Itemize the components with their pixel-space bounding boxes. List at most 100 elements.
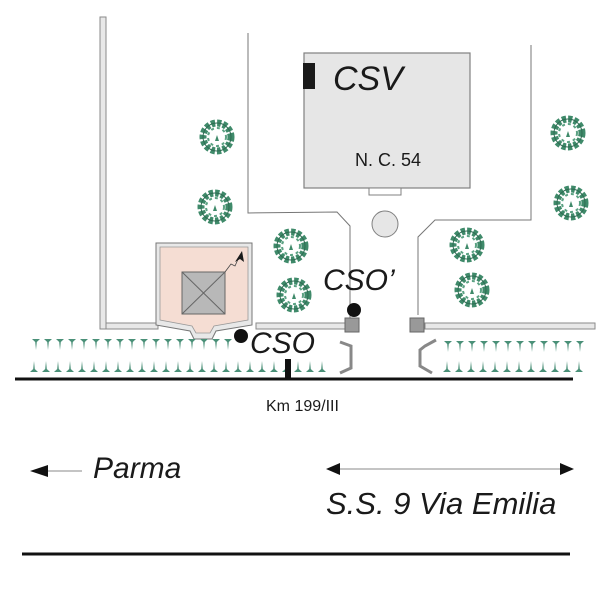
hedge-spike (246, 361, 254, 372)
hedge-spike (455, 361, 463, 372)
hedge-spike (44, 339, 52, 350)
building-label: CSV (333, 60, 403, 98)
hedge-spike (539, 361, 547, 372)
hedge-spike (528, 341, 536, 352)
parma-direction-arrow (30, 465, 82, 477)
hedge-spike (104, 339, 112, 350)
hedge-spike (174, 361, 182, 372)
gate-bracket-left (339, 340, 353, 375)
hedge-spike (176, 339, 184, 350)
tree (203, 123, 231, 151)
hedge-spike (152, 339, 160, 350)
hedge-spike (188, 339, 196, 350)
tree (554, 119, 582, 147)
hedge-spike (504, 341, 512, 352)
hedge-spike (294, 361, 302, 372)
hedge-spike (102, 361, 110, 372)
via-emilia-double-arrow (326, 463, 574, 475)
hedge-spike (234, 361, 242, 372)
hedge-right (443, 341, 584, 372)
tree (453, 231, 481, 259)
cso-label: CSO (250, 327, 316, 360)
hedge-spike (200, 339, 208, 350)
hedge-spike (42, 361, 50, 372)
hedge-spike (575, 361, 583, 372)
csv-device-marker (303, 63, 315, 89)
hedge-spike (516, 341, 524, 352)
hedge-spike (551, 361, 559, 372)
gate-post-left (344, 317, 360, 333)
hedge-spike (503, 361, 511, 372)
hedge-spike (116, 339, 124, 350)
hedge-spike (56, 339, 64, 350)
hedge-spike (467, 361, 475, 372)
right-fence (424, 322, 596, 330)
hedge-spike (212, 339, 220, 350)
left-fence-segment (105, 322, 159, 330)
hedge-spike (444, 341, 452, 352)
hedge-spike (527, 361, 535, 372)
hedge-spike (552, 341, 560, 352)
building-entrance-step (368, 187, 402, 196)
hedge-spike (540, 341, 548, 352)
hedge-spike (66, 361, 74, 372)
gate-bracket-right (418, 338, 437, 375)
left-boundary-wall (99, 16, 107, 330)
hedge-spike (198, 361, 206, 372)
roundabout-circle (371, 210, 399, 238)
gate-post-right (409, 317, 425, 333)
tree (557, 189, 585, 217)
hedge-spike (563, 361, 571, 372)
hedge-spike (90, 361, 98, 372)
hedge-spike (80, 339, 88, 350)
hedge-spike (318, 361, 326, 372)
hedge-spike (126, 361, 134, 372)
hedge-spike (443, 361, 451, 372)
hedge-spike (222, 361, 230, 372)
parma-label: Parma (93, 452, 182, 485)
hedge-spike (468, 341, 476, 352)
hedge-spike (186, 361, 194, 372)
hedge-spike (54, 361, 62, 372)
tree (280, 281, 308, 309)
hedge-spike (68, 339, 76, 350)
hedge-spike (162, 361, 170, 372)
hedge-spike (515, 361, 523, 372)
tree (277, 232, 305, 260)
hedge-spike (140, 339, 148, 350)
hedge-spike (270, 361, 278, 372)
kiosk-structure[interactable] (155, 242, 253, 340)
hedge-spike (114, 361, 122, 372)
hedge-spike (92, 339, 100, 350)
hedge-spike (164, 339, 172, 350)
hedge-spike (456, 341, 464, 352)
hedge-spike (564, 341, 572, 352)
property-line-left (247, 33, 351, 322)
hedge-spike (576, 341, 584, 352)
hedge-spike (492, 341, 500, 352)
civic-number-label: N. C. 54 (355, 150, 422, 170)
property-line-right (417, 45, 532, 315)
hedge-spike (258, 361, 266, 372)
road-name-label: S.S. 9 Via Emilia (326, 486, 557, 521)
hedge-spike (32, 339, 40, 350)
hedge-spike (30, 361, 38, 372)
km-marker-post (285, 359, 291, 379)
hedge-spike (479, 361, 487, 372)
hedge-spike (138, 361, 146, 372)
cso-sensor-dot[interactable] (234, 329, 248, 343)
km-marker-label: Km 199/III (266, 398, 339, 415)
building-csv[interactable] (303, 52, 471, 189)
hedge-spike (306, 361, 314, 372)
hedge-spike (224, 339, 232, 350)
tree (458, 276, 486, 304)
hedge-spike (210, 361, 218, 372)
chimney-arrow-icon (235, 251, 244, 262)
hedge-spike (480, 341, 488, 352)
tree (201, 193, 229, 221)
hedge-spike (150, 361, 158, 372)
cso-prime-sensor-dot[interactable] (347, 303, 361, 317)
hedge-spike (491, 361, 499, 372)
cso-prime-label: CSO’ (323, 264, 395, 297)
